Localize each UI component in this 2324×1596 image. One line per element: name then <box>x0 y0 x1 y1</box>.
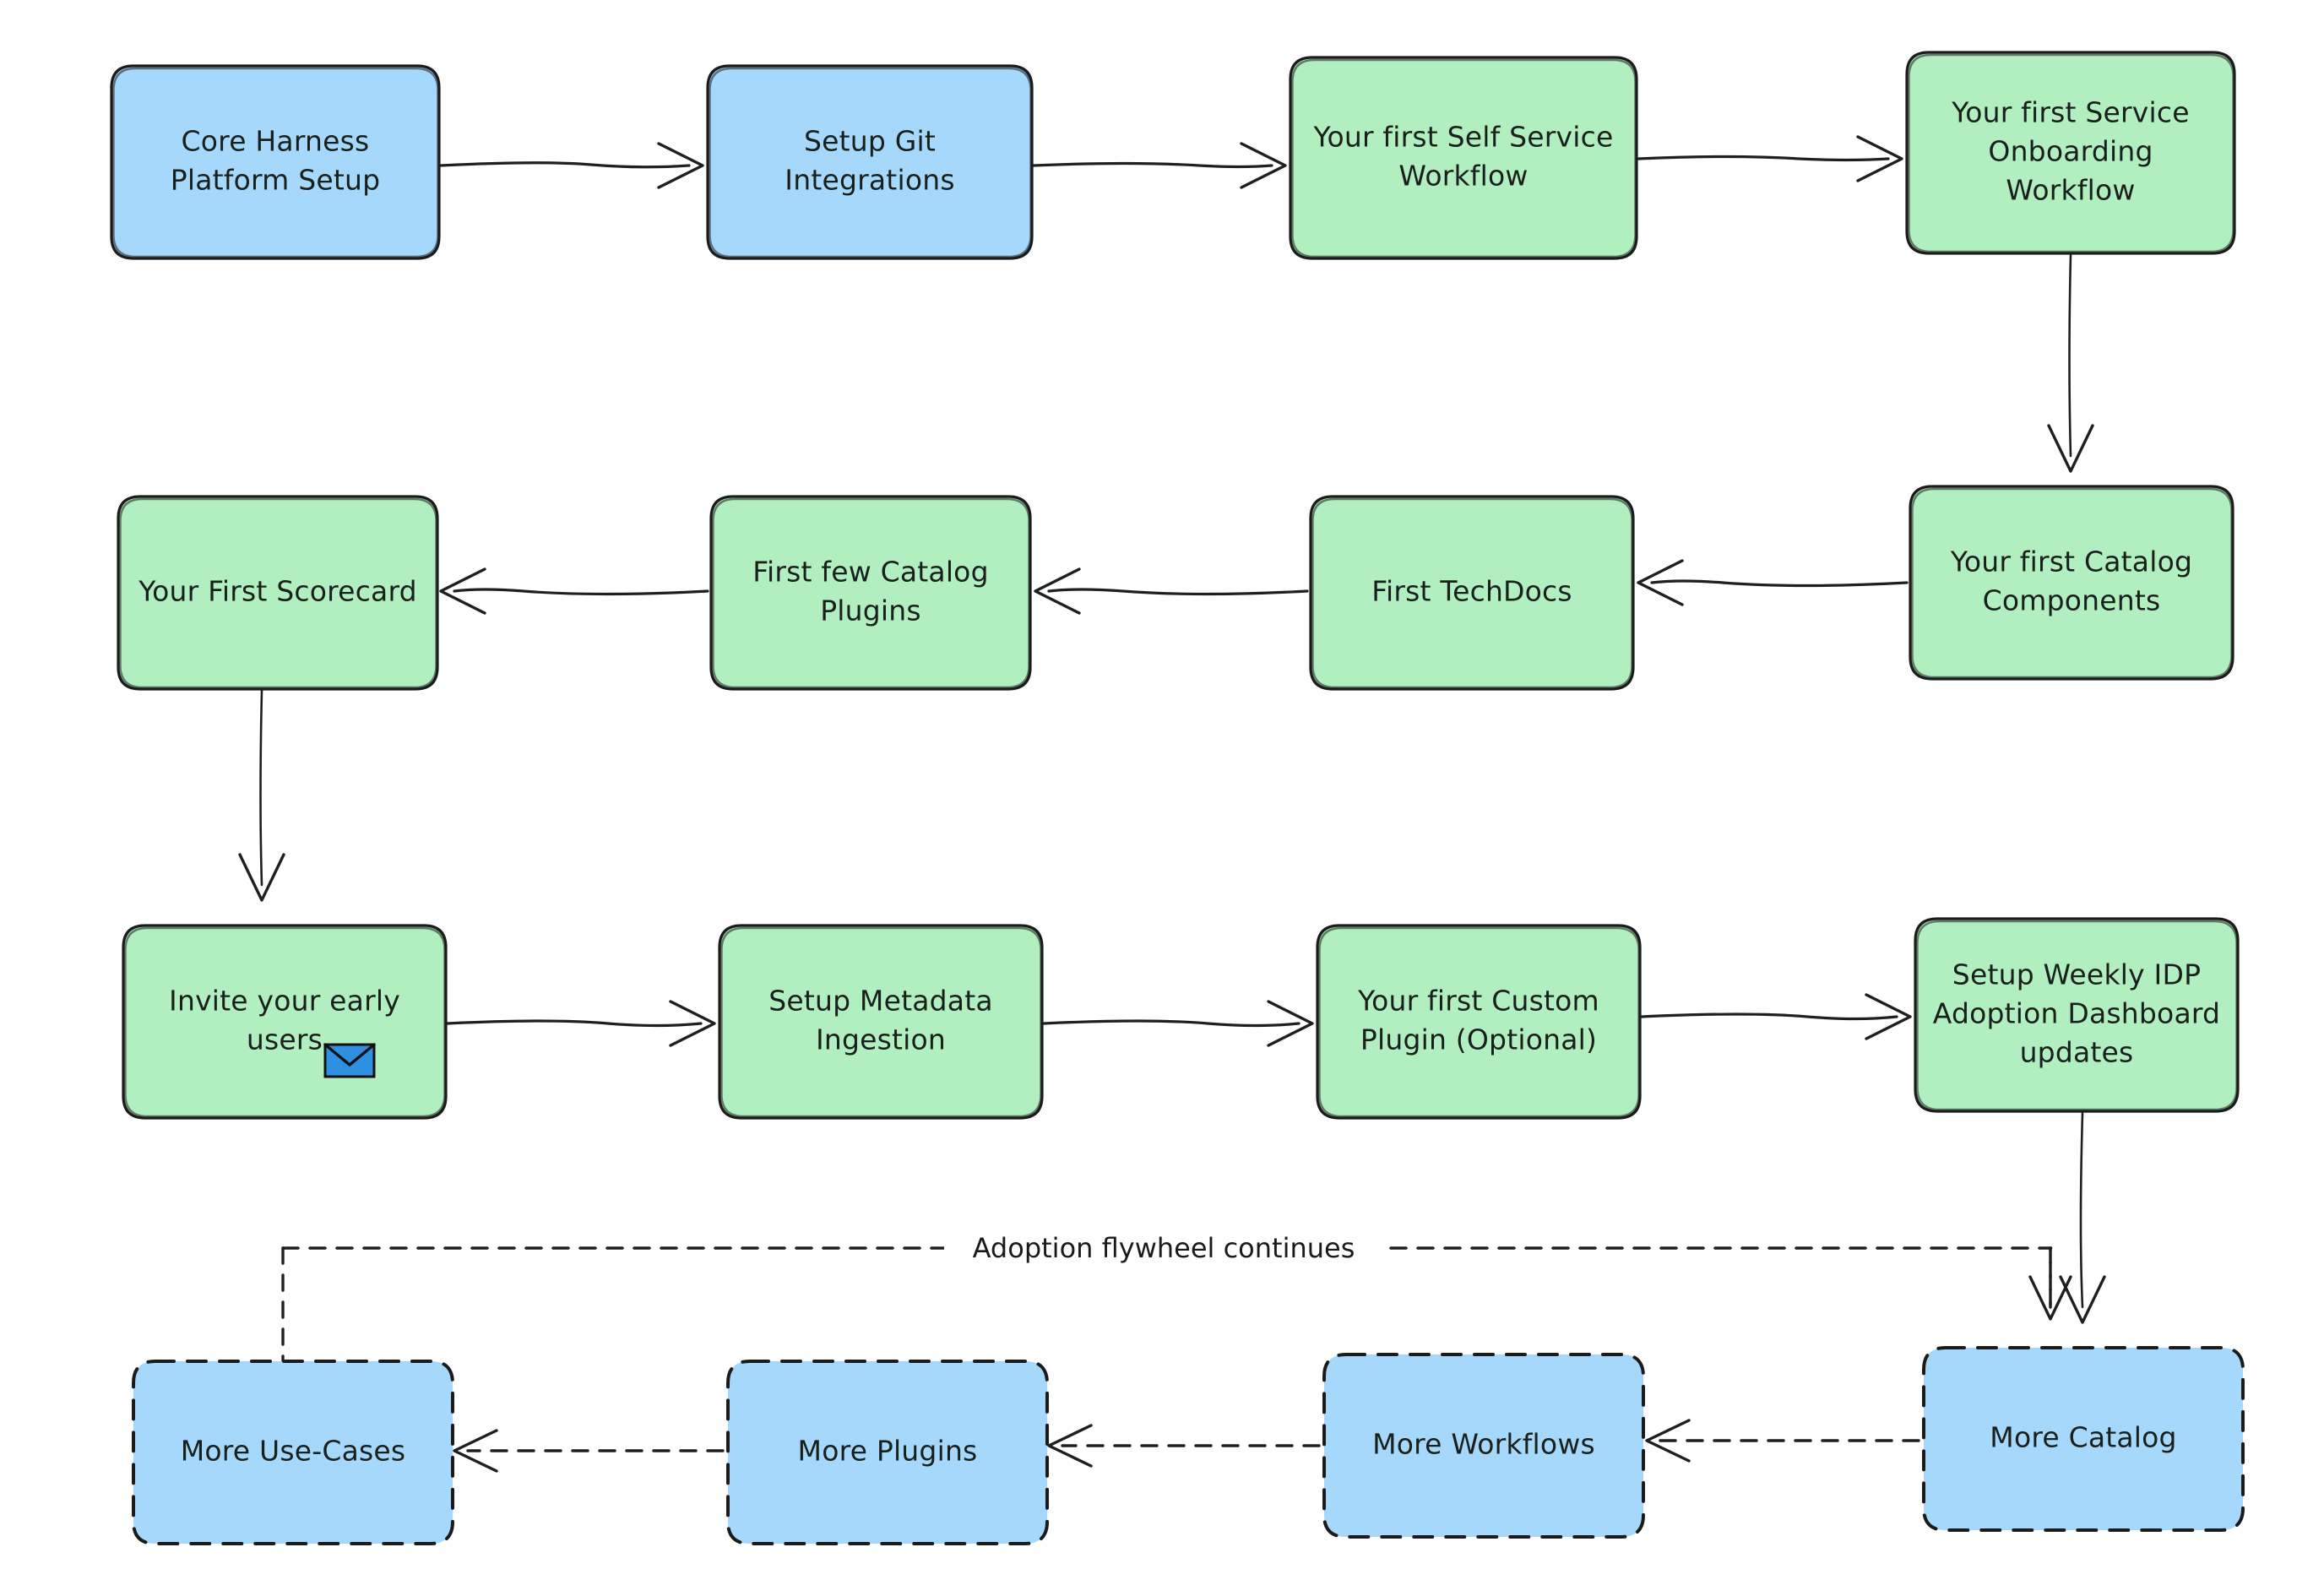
node-shape-sketch <box>1916 920 2238 1111</box>
node-more-plugins[interactable]: More Plugins <box>726 1360 1049 1545</box>
node-shape <box>110 64 441 260</box>
node-more-workflows[interactable]: More Workflows <box>1322 1353 1645 1539</box>
node-label: Your first Catalog <box>1950 546 2192 578</box>
node-shape <box>132 1360 454 1545</box>
node-shape-sketch <box>720 926 1042 1118</box>
adoption-flywheel-label: Adoption flywheel continues <box>973 1232 1355 1264</box>
node-shape <box>1309 495 1635 691</box>
node-label: Workflow <box>2006 174 2135 207</box>
node-label: First TechDocs <box>1371 575 1572 608</box>
node-shape <box>1922 1346 2245 1532</box>
node-label: Adoption Dashboard <box>1933 997 2220 1030</box>
adoption-flywheel-label-bg <box>944 1226 1383 1270</box>
node-your-first-scorecard[interactable]: Your First Scorecard <box>117 495 439 691</box>
envelope-flap <box>323 1043 376 1067</box>
node-label: Workflow <box>1398 160 1528 193</box>
node-shape-sketch <box>112 67 439 258</box>
node-label: Core Harness <box>182 125 370 158</box>
node-label: First few Catalog <box>752 556 988 589</box>
node-shape-sketch <box>1318 926 1640 1118</box>
node-shape <box>1322 1353 1645 1539</box>
node-label: Onboarding <box>1988 135 2153 168</box>
node-shape <box>1909 485 2234 681</box>
node-shape-sketch <box>1911 487 2233 679</box>
node-label: More Workflows <box>1372 1428 1595 1461</box>
node-label: Invite your early <box>169 985 400 1018</box>
edge-catalogplugins-to-scorecard <box>439 567 709 615</box>
edge-core-to-git <box>439 142 704 189</box>
edge-moreplugins-to-moreusecases <box>453 1429 725 1473</box>
node-label: Your first Self Service <box>1313 121 1614 154</box>
node-shape <box>709 495 1032 691</box>
node-shape <box>117 495 439 691</box>
edge-onboarding-to-catalogcomponents <box>2047 253 2094 473</box>
node-shape-sketch <box>124 926 446 1118</box>
node-shape <box>1914 917 2240 1113</box>
node-label: Ingestion <box>816 1023 946 1056</box>
node-first-techdocs[interactable]: First TechDocs <box>1309 495 1635 691</box>
node-label: Platform Setup <box>171 164 381 197</box>
node-label: More Plugins <box>798 1435 978 1468</box>
edge-scorecard-to-invite <box>238 689 285 902</box>
edge-metadata-to-customplugin <box>1042 1000 1314 1047</box>
node-label: users <box>247 1023 323 1056</box>
edge-customplugin-to-weeklyidp <box>1640 993 1912 1040</box>
node-label: Plugins <box>820 594 921 627</box>
node-more-catalog[interactable]: More Catalog <box>1922 1346 2245 1532</box>
edge-morecatalog-to-moreworkflows <box>1645 1419 1920 1463</box>
node-shape <box>1905 51 2236 255</box>
edge-catalogcomponents-to-techdocs <box>1637 559 1909 606</box>
node-label: Setup Git <box>804 125 936 158</box>
edge-moreworkflows-to-moreplugins <box>1047 1424 1321 1468</box>
node-label: Your first Custom <box>1357 985 1599 1018</box>
node-more-use-cases[interactable]: More Use-Cases <box>132 1360 454 1545</box>
node-shape-sketch <box>1291 58 1637 258</box>
node-shape-sketch <box>1908 53 2234 253</box>
node-shape <box>1289 56 1638 260</box>
edge-invite-to-metadata <box>446 1000 716 1047</box>
node-label: More Catalog <box>1990 1421 2176 1454</box>
node-label: Setup Weekly IDP <box>1952 958 2201 991</box>
node-label: Your First Scorecard <box>138 575 417 608</box>
edge-git-to-selfservice <box>1032 142 1287 189</box>
node-shape <box>1316 924 1642 1120</box>
node-label: Components <box>1983 584 2161 617</box>
edges-layer: Adoption flywheel continues <box>238 135 2106 1473</box>
node-shape <box>718 924 1044 1120</box>
edge-selfservice-to-onboarding <box>1637 135 1903 182</box>
edge-adoption-flywheel: Adoption flywheel continues <box>281 1226 2072 1363</box>
node-shape <box>122 924 448 1120</box>
node-label: Plugin (Optional) <box>1360 1023 1597 1056</box>
node-shape <box>726 1360 1049 1545</box>
node-label: Your first Service <box>1951 96 2189 129</box>
node-label: More Use-Cases <box>181 1435 406 1468</box>
node-shape-sketch <box>1311 497 1633 689</box>
node-label: updates <box>2020 1036 2134 1069</box>
node-setup-weekly-idp-adoption-dashboard-updates[interactable]: Setup Weekly IDP Adoption Dashboard update… <box>1914 917 2240 1113</box>
envelope-icon <box>323 1043 376 1078</box>
node-invite-your-early-users[interactable]: Invite your early users <box>122 924 448 1120</box>
edge-techdocs-to-catalogplugins <box>1034 567 1309 615</box>
node-label: Setup Metadata <box>768 985 993 1018</box>
node-shape-sketch <box>709 67 1032 258</box>
node-shape-sketch <box>712 497 1030 689</box>
node-shape <box>706 64 1034 260</box>
node-shape-sketch <box>119 497 437 689</box>
node-label: Integrations <box>785 164 954 197</box>
edge-weeklyidp-to-morecatalog <box>2059 1111 2106 1324</box>
